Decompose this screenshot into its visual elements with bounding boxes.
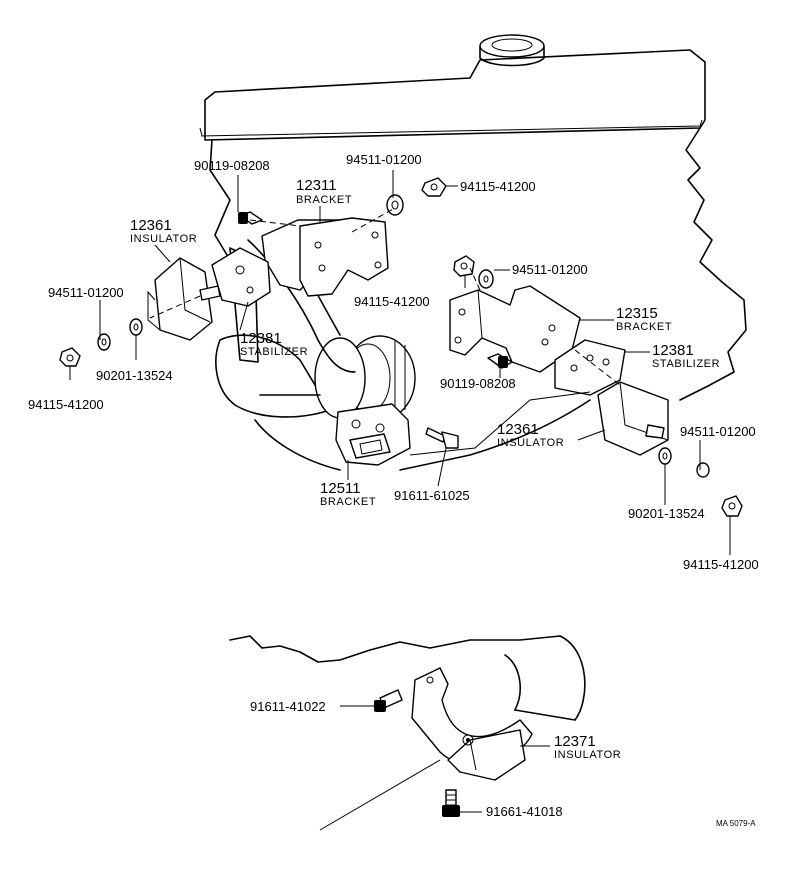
label-90119-08208-a: 90119-08208 [194,158,270,173]
label-12371: 12371 [554,733,596,750]
label-12381-b-desc: STABILIZER [652,358,720,370]
bolt-91611-41022 [374,689,403,712]
rear-mount-assembly [229,635,586,781]
label-90119-08208-b: 90119-08208 [440,376,516,391]
bolt-91661-41018 [442,789,460,817]
label-94511-01200-d: 94511-01200 [680,424,756,439]
label-90201-13524-a: 90201-13524 [96,368,173,383]
bracket-12511 [335,403,411,466]
label-12511: 12511 [320,480,361,497]
hardware-right [453,255,743,517]
label-12361-a-desc: INSULATOR [130,233,197,245]
alignment-lines [149,207,621,386]
label-12511-desc: BRACKET [320,496,376,508]
label-91661-41018: 91661-41018 [486,804,563,819]
label-12371-desc: INSULATOR [554,749,621,761]
label-12381-b: 12381 [652,342,694,359]
hardware-upper [386,177,447,216]
label-94511-01200-a: 94511-01200 [346,152,422,167]
leader-lines [69,170,731,831]
label-94115-41200-d: 94115-41200 [683,557,759,572]
part-labels: 90119-08208 94511-01200 94115-41200 1231… [28,152,759,828]
label-12361-b: 12361 [497,421,539,438]
diagram-reference-code: MA 5079-A [716,819,756,828]
bolt-91611-61025 [425,427,459,449]
label-12315-desc: BRACKET [616,321,672,333]
label-94115-41200-a: 94115-41200 [460,179,536,194]
label-12361-a: 12361 [130,217,172,234]
bolt-90119-08208-upper [238,211,263,225]
bracket-12311 [261,217,389,297]
label-91611-61025: 91611-61025 [394,488,470,503]
label-94115-41200-c: 94115-41200 [28,397,104,412]
insulator-12361-right [597,381,669,456]
engine-block-outline [199,34,747,471]
label-12381-a: 12381 [240,330,282,347]
label-12315: 12315 [616,305,658,322]
hardware-left [59,318,143,367]
insulator-12361-left [147,257,221,341]
label-90201-13524-b: 90201-13524 [628,506,705,521]
label-94511-01200-c: 94511-01200 [512,262,588,277]
label-12311: 12311 [296,177,337,194]
label-12361-b-desc: INSULATOR [497,437,564,449]
label-91611-41022: 91611-41022 [250,699,326,714]
label-12381-a-desc: STABILIZER [240,346,308,358]
label-94115-41200-b: 94115-41200 [354,294,430,309]
label-12311-desc: BRACKET [296,194,352,206]
stabilizer-12381-left [211,247,271,307]
label-94511-01200-b: 94511-01200 [48,285,124,300]
stabilizer-12381-right [554,339,626,396]
